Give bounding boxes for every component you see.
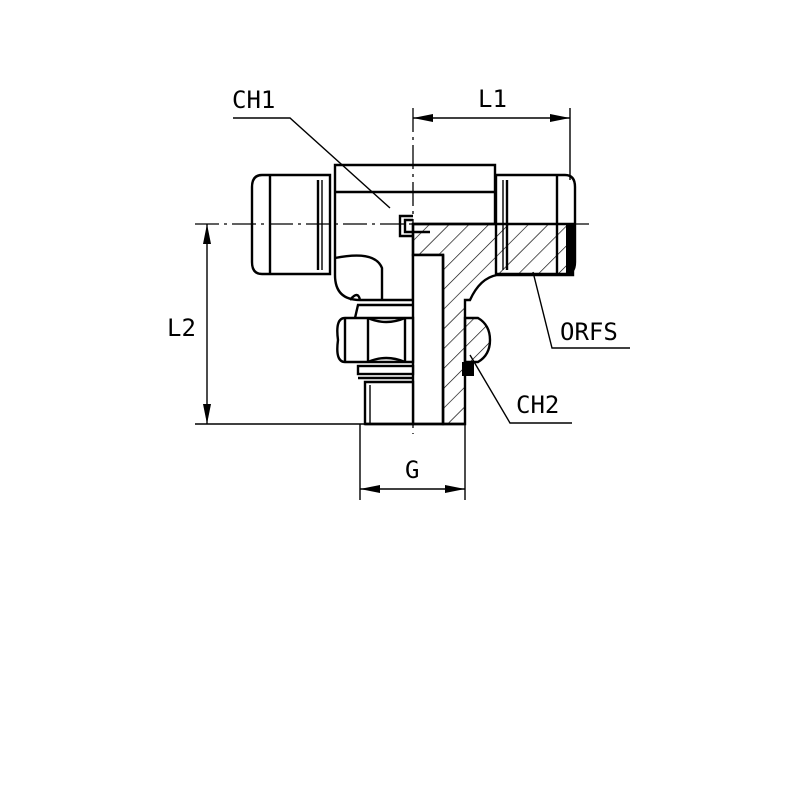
label-l1: L1 bbox=[478, 85, 507, 113]
locknut-hex bbox=[336, 303, 415, 364]
leader-orfs: ORFS bbox=[532, 271, 630, 349]
wrench-flat-symbol bbox=[398, 214, 430, 238]
lower-stud bbox=[363, 380, 465, 426]
o-ring-seal-lower bbox=[462, 362, 474, 376]
dimension-l1: L1 bbox=[413, 85, 571, 180]
washer-ring bbox=[356, 362, 474, 380]
bore-cavity bbox=[411, 253, 445, 426]
label-orfs: ORFS bbox=[560, 318, 618, 346]
dimension-l2: L2 bbox=[167, 224, 365, 425]
label-l2: L2 bbox=[167, 314, 196, 342]
dimension-g: G bbox=[359, 424, 466, 500]
label-ch1: CH1 bbox=[232, 86, 275, 114]
label-ch2: CH2 bbox=[516, 391, 559, 419]
leader-ch2: CH2 bbox=[469, 354, 572, 424]
leader-ch1: CH1 bbox=[232, 86, 391, 209]
locknut-section bbox=[463, 316, 492, 364]
label-g: G bbox=[405, 456, 419, 484]
